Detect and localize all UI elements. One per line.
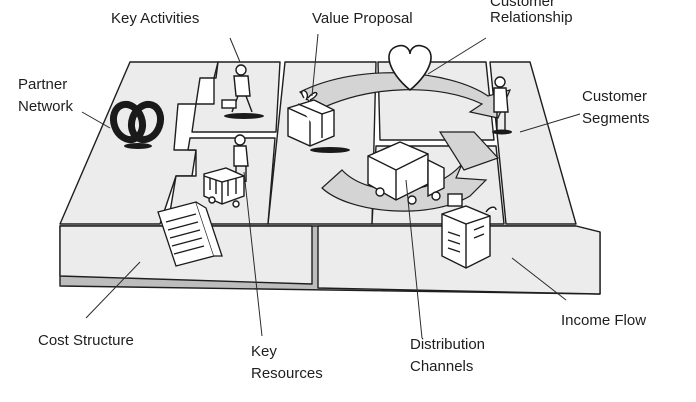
distribution-channels-leader xyxy=(405,179,423,339)
customer-segments-block xyxy=(489,61,577,225)
customer-relationship-line1: Customer xyxy=(490,0,556,10)
customer-segments-leader xyxy=(519,113,581,133)
key-activities-text: Key Activities xyxy=(111,10,200,27)
key-resources-line1: Key xyxy=(251,343,277,360)
distribution-channels-label: Distribution Channels xyxy=(410,334,485,378)
key-resources-label: Key Resources xyxy=(251,341,323,385)
upper-flow-band xyxy=(298,72,512,119)
customer-segments-line1: Customer xyxy=(582,88,648,105)
heart-icon xyxy=(388,44,432,92)
worker-icon xyxy=(221,64,264,119)
distribution-channels-line1: Distribution xyxy=(410,336,486,353)
customer-segments-label: Customer Segments xyxy=(582,86,650,130)
distribution-channels-line2: Channels xyxy=(410,358,474,375)
customer-segments-line2: Segments xyxy=(582,110,650,127)
value-proposal-text: Value Proposal xyxy=(312,10,413,27)
key-resources-leader xyxy=(243,171,263,337)
lower-flow-band xyxy=(321,163,488,212)
key-activities-leader xyxy=(229,37,241,63)
forklift-icon xyxy=(203,167,245,208)
customer-relationship-line2: Relationship xyxy=(490,9,573,26)
right-flow-band xyxy=(438,131,500,171)
gift-box-icon xyxy=(287,90,350,153)
partner-network-label: Partner Network xyxy=(18,74,73,118)
document-icon xyxy=(157,201,223,267)
key-resources-line2: Resources xyxy=(251,365,323,382)
income-flow-leader xyxy=(511,257,567,301)
value-proposal-label: Value Proposal xyxy=(312,8,413,30)
customer-relationship-label: Customer Relationship xyxy=(490,0,573,26)
customer-relationship-leader xyxy=(427,37,487,75)
rings-icon xyxy=(109,100,165,149)
partner-network-line1: Partner xyxy=(18,76,68,93)
income-flow-text: Income Flow xyxy=(561,312,647,329)
partner-network-leader xyxy=(81,111,111,129)
partner-network-line2: Network xyxy=(18,98,74,115)
person-icon xyxy=(492,76,512,135)
leader-lines xyxy=(81,33,581,339)
truck-icon xyxy=(367,141,445,205)
cost-structure-text: Cost Structure xyxy=(38,332,134,349)
cost-structure-label: Cost Structure xyxy=(38,330,134,352)
key-activities-label: Key Activities xyxy=(111,8,199,30)
income-flow-label: Income Flow xyxy=(561,310,646,332)
value-proposal-leader xyxy=(311,33,319,97)
cost-structure-leader xyxy=(85,261,141,319)
cash-register-icon xyxy=(441,193,497,269)
flow-bands xyxy=(298,72,512,212)
